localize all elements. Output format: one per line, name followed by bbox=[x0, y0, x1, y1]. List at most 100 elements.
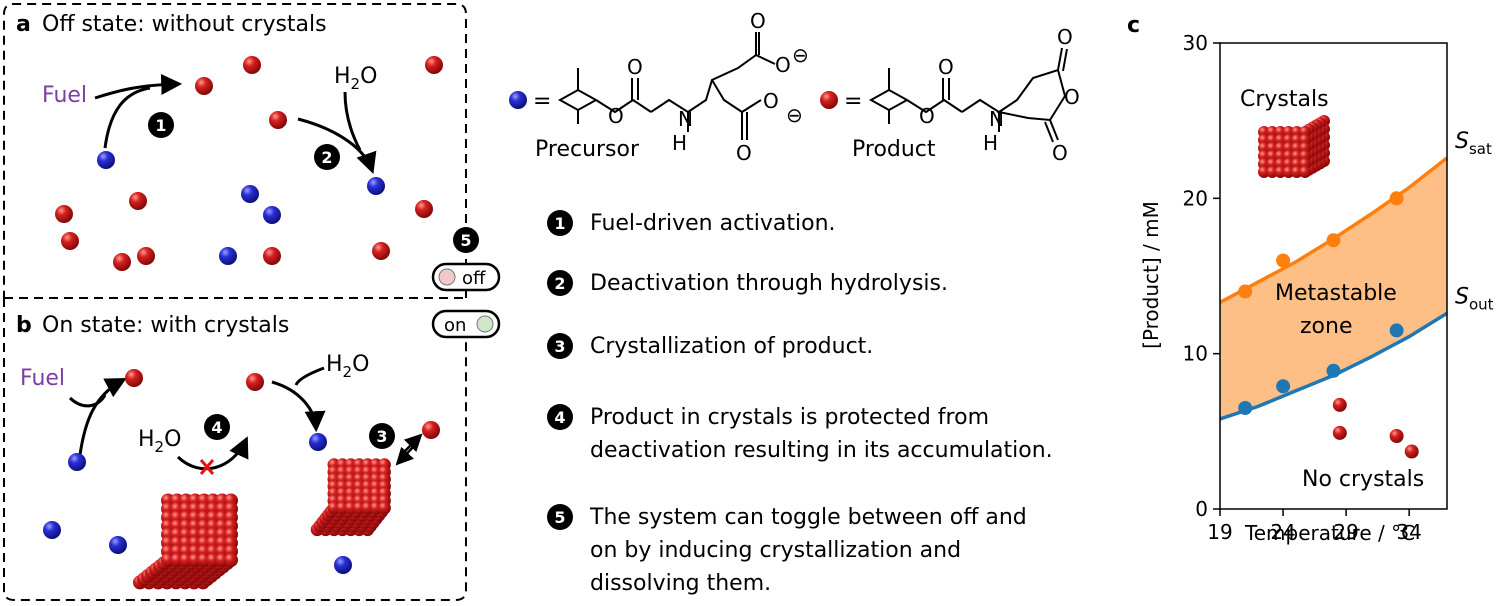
step-4-text-line: Product in crystals is protected from bbox=[590, 405, 989, 430]
step-2-number-badge bbox=[547, 270, 573, 296]
s_sat-point bbox=[1276, 253, 1291, 268]
chart-crystal-illustration bbox=[1258, 115, 1330, 178]
product-o1: O bbox=[938, 55, 954, 79]
product-sphere bbox=[415, 200, 433, 218]
panel-a-water-label: H2O bbox=[334, 64, 377, 93]
crystallization-arrow-down bbox=[395, 445, 415, 466]
y-tick-label: 0 bbox=[1195, 497, 1208, 521]
s_sat-series-label: Ssat bbox=[1455, 129, 1492, 158]
precursor-h: H bbox=[672, 131, 687, 155]
step-5-text-line: on by inducing crystallization and bbox=[590, 538, 961, 563]
step-4-number: 4 bbox=[554, 408, 565, 427]
x-axis-label: Temperature / °C bbox=[1244, 521, 1415, 545]
water-arrow-b bbox=[294, 366, 325, 386]
plot-frame bbox=[1219, 42, 1448, 510]
zone-annotation: zone bbox=[1300, 314, 1353, 339]
crystal-sphere bbox=[1299, 166, 1311, 178]
panel-b: b On state: with crystals Fuel H2O H2O 4… bbox=[3, 297, 467, 601]
step-1-badge: 1 bbox=[148, 112, 174, 138]
step-5-number-badge bbox=[547, 504, 573, 530]
step-5-number: 5 bbox=[460, 231, 471, 250]
metastable-zone-fill bbox=[1220, 157, 1447, 419]
toggle-switch: 5 off on bbox=[431, 227, 501, 339]
panel-a-letter: a bbox=[16, 12, 31, 37]
s_sat-point bbox=[1389, 191, 1404, 206]
step-5-item: 5 The system can toggle between off and on… bbox=[547, 504, 1027, 596]
panel-b-fuel-label: Fuel bbox=[20, 366, 65, 391]
y-tick-label: 20 bbox=[1183, 186, 1208, 210]
step-1-number-badge bbox=[547, 210, 573, 236]
panel-b-water-label-1: H2O bbox=[326, 352, 369, 381]
product-sphere bbox=[246, 373, 264, 391]
y-tick-label: 10 bbox=[1183, 342, 1208, 366]
product-sphere bbox=[195, 77, 213, 95]
product-sphere bbox=[1332, 425, 1347, 440]
precursor-sphere-legend bbox=[509, 91, 527, 109]
precursor-o3: O bbox=[750, 9, 766, 33]
water-arrow bbox=[343, 91, 362, 151]
off-label: off bbox=[462, 268, 486, 289]
product-n: N bbox=[989, 107, 1004, 131]
precursor-sphere bbox=[219, 247, 237, 265]
fuel-arrow-b bbox=[68, 394, 107, 408]
product-sphere bbox=[125, 369, 143, 387]
step-4-item: 4 Product in crystals is protected from de… bbox=[547, 404, 1053, 463]
x-tick-label: 24 bbox=[1270, 520, 1295, 544]
panel-a-title: Off state: without crystals bbox=[42, 12, 327, 37]
s_out-point bbox=[1389, 323, 1404, 338]
product-label: Product bbox=[852, 137, 936, 162]
blocked-cross-icon bbox=[199, 459, 215, 475]
panel-a-border bbox=[3, 3, 467, 298]
step-5-text-line: The system can toggle between off and bbox=[589, 505, 1027, 530]
crystal-sphere bbox=[1290, 166, 1303, 178]
chart-product-spheres bbox=[1332, 397, 1419, 459]
precursor-sphere bbox=[109, 536, 127, 554]
x-tick-label: 19 bbox=[1207, 520, 1232, 544]
product-sphere bbox=[422, 421, 440, 439]
x-tick-label: 29 bbox=[1333, 520, 1358, 544]
hydrolysis-arrow-b bbox=[271, 380, 326, 433]
panel-c-letter: c bbox=[1127, 13, 1140, 38]
precursor-label: Precursor bbox=[535, 137, 640, 162]
s_out-point bbox=[1326, 363, 1341, 378]
hydrolysis-arrow bbox=[297, 117, 377, 174]
step-3-number: 3 bbox=[554, 337, 565, 356]
step-3-text-line: Crystallization of product. bbox=[590, 334, 873, 359]
crystal-sphere bbox=[1258, 166, 1270, 178]
x-tick-label: 34 bbox=[1396, 520, 1421, 544]
step-4-number-badge bbox=[547, 404, 573, 430]
s_out-point bbox=[1238, 401, 1253, 415]
precursor-o2: O bbox=[608, 104, 624, 128]
y-tick-label: 30 bbox=[1183, 31, 1208, 55]
s_sat-point bbox=[1326, 233, 1341, 248]
precursor-equals: = bbox=[533, 89, 551, 114]
product-sphere bbox=[113, 253, 131, 271]
step-4-text-line: deactivation resulting in its accumulati… bbox=[590, 438, 1053, 463]
step-1-text-line: Fuel-driven activation. bbox=[590, 211, 836, 236]
precursor-n: N bbox=[678, 107, 693, 131]
product-sphere bbox=[372, 242, 390, 260]
product-o2: O bbox=[919, 104, 935, 128]
panel-b-spheres bbox=[43, 369, 440, 574]
precursor-structure bbox=[557, 32, 776, 140]
step-5-badge bbox=[453, 227, 479, 253]
product-sphere bbox=[425, 56, 443, 74]
crystal-sphere bbox=[1274, 166, 1287, 178]
s_sat-point bbox=[1238, 284, 1253, 299]
s_out-series-label: Sout bbox=[1455, 284, 1494, 313]
precursor-o1: O bbox=[627, 55, 643, 79]
on-label: on bbox=[444, 315, 466, 336]
precursor-sphere bbox=[309, 433, 327, 451]
step-3-badge: 3 bbox=[369, 423, 395, 449]
step-5-number: 5 bbox=[554, 508, 565, 527]
product-sphere bbox=[1389, 429, 1404, 443]
panel-a-fuel-label: Fuel bbox=[42, 83, 87, 108]
s_out-point bbox=[1276, 379, 1291, 394]
step-2-text-line: Deactivation through hydrolysis. bbox=[590, 271, 948, 296]
precursor-o6: O bbox=[736, 141, 752, 165]
svg-text:1: 1 bbox=[155, 116, 166, 135]
off-toggle: off bbox=[431, 262, 501, 292]
precursor-sphere bbox=[97, 151, 115, 169]
